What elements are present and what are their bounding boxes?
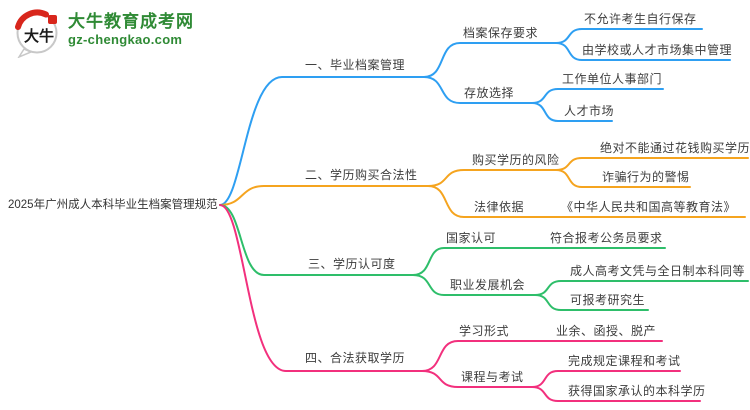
root-topic: 2025年广州成人本科毕业生档案管理规范: [8, 199, 218, 211]
logo-text: 大牛教育成考网 gz-chengkao.com: [68, 8, 194, 48]
node-no-self-keeping: 不允许考生自行保存: [584, 12, 697, 26]
node-purchase-risk: 购买学历的风险: [472, 153, 560, 167]
node-state-recognized-degree: 获得国家承认的本科学历: [568, 384, 706, 398]
site-logo: 大牛 大牛教育成考网 gz-chengkao.com: [12, 8, 194, 58]
branch-line: [531, 88, 664, 104]
node-civil-servant-eligible: 符合报考公务员要求: [550, 231, 663, 245]
branch-line: [219, 204, 423, 372]
branch-line: [423, 42, 557, 78]
node-degree-recognition: 三、学历认可度: [308, 257, 396, 271]
branch-line: [219, 76, 425, 206]
branch-lines-legality: [219, 157, 749, 218]
branch-line: [555, 28, 703, 44]
logo-title: 大牛教育成考网: [68, 12, 194, 31]
node-purchase-legality: 二、学历购买合法性: [305, 168, 418, 182]
node-legal-basis: 法律依据: [474, 200, 525, 214]
node-fraud-alert: 诈骗行为的警惕: [602, 170, 690, 184]
node-postgraduate-eligible: 可报考研究生: [570, 293, 646, 307]
logo-seal: [48, 15, 57, 24]
logo-icon-text: 大牛: [24, 27, 54, 45]
node-study-modes: 学习形式: [459, 324, 510, 338]
branch-line: [555, 169, 691, 188]
node-talent-market: 人才市场: [564, 104, 615, 118]
branch-line: [412, 274, 536, 296]
node-archive-storage-requirement: 档案保存要求: [463, 26, 539, 40]
branch-line: [421, 370, 533, 388]
node-courses-and-exams: 课程与考试: [461, 370, 524, 384]
branch-line: [219, 185, 429, 206]
node-archive-management: 一、毕业档案管理: [305, 58, 406, 72]
branch-lines-legal-degree: [219, 204, 701, 402]
node-centralized-management: 由学校或人才市场集中管理: [582, 43, 733, 57]
node-higher-education-law: 《中华人民共和国高等教育法》: [561, 200, 737, 214]
logo-domain: gz-chengkao.com: [68, 32, 183, 47]
branch-line: [534, 294, 649, 311]
node-employer-hr-dept: 工作单位人事部门: [562, 72, 663, 86]
branch-line: [555, 157, 749, 171]
branch-line: [427, 169, 557, 187]
branch-line: [555, 42, 731, 61]
branch-line: [412, 247, 666, 276]
node-never-buy-degree: 绝对不能通过花钱购买学历: [600, 141, 750, 155]
node-parttime-correspondence: 业余、函授、脱产: [556, 324, 657, 338]
branch-line: [219, 204, 414, 276]
node-complete-courses: 完成规定课程和考试: [568, 354, 681, 368]
branch-line: [427, 185, 746, 218]
logo-icon: 大牛: [15, 9, 58, 58]
node-equivalent-to-fulltime: 成人高考文凭与全日制本科同等: [570, 264, 746, 278]
branch-line: [421, 340, 663, 372]
node-state-recognized: 国家认可: [446, 231, 497, 245]
branch-lines-recognition: [219, 204, 749, 311]
branch-lines-archive: [219, 28, 731, 206]
node-legal-degree-acquisition: 四、合法获取学历: [305, 351, 406, 365]
branch-line: [531, 386, 701, 402]
node-storage-options: 存放选择: [464, 86, 515, 100]
node-career-opportunities: 职业发展机会: [450, 278, 526, 292]
branch-line: [531, 102, 613, 122]
branch-line: [423, 76, 533, 104]
logo-red-arc: [15, 9, 49, 30]
